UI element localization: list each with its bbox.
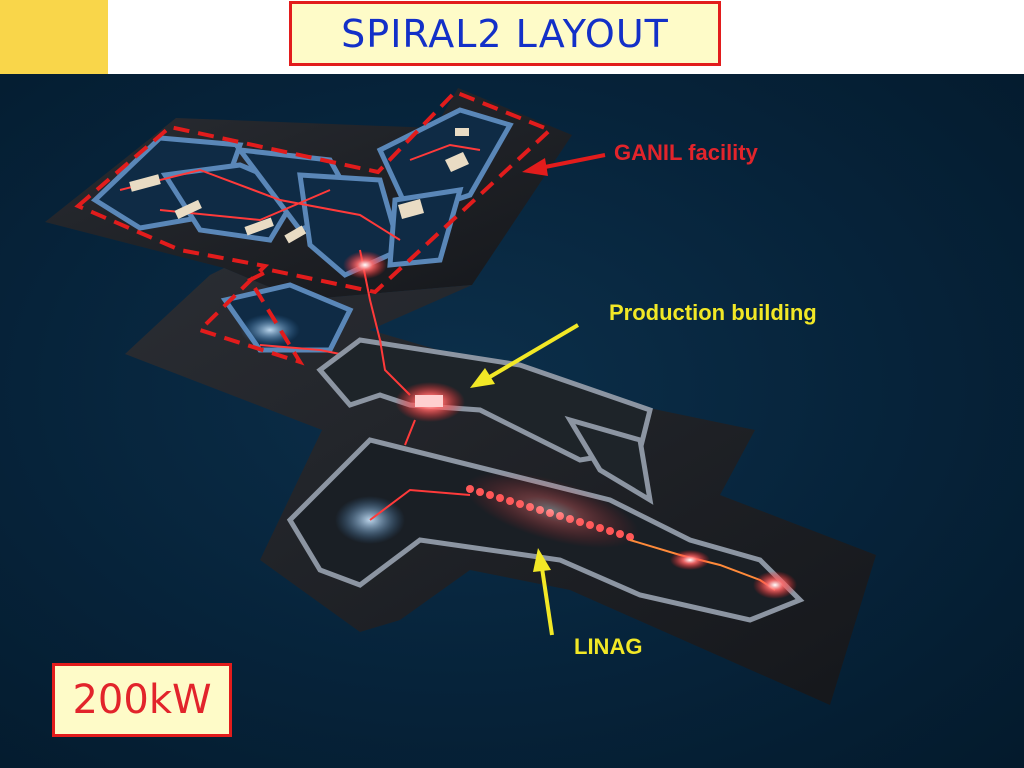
ganil-magnets [129, 128, 469, 244]
beam-dump-glow [753, 571, 797, 599]
slide-title: SPIRAL2 LAYOUT [341, 11, 669, 56]
ganil-facility-label: GANIL facility [614, 140, 758, 165]
slide-title-box: SPIRAL2 LAYOUT [289, 1, 721, 66]
production-target [415, 395, 443, 407]
linag-label: LINAG [574, 634, 643, 659]
linag-end-glow [670, 550, 710, 570]
ganil-arrow [522, 153, 606, 176]
power-rating: 200kW [72, 677, 212, 723]
linag-arrow [533, 548, 554, 636]
yellow-corner-block [0, 0, 108, 74]
transfer-beamline [404, 419, 416, 446]
ganil-blue-glow [240, 314, 300, 346]
injector-beamline [369, 488, 471, 521]
power-rating-box: 200kW [52, 663, 232, 737]
ganil-dashed-outline [74, 89, 554, 366]
production-building-label: Production building [609, 300, 817, 325]
ganil-hotspot-glow [343, 251, 387, 279]
production-building-walls [316, 337, 654, 505]
production-beamline [379, 339, 411, 396]
production-arrow [470, 323, 580, 388]
linag-glow [457, 456, 647, 564]
